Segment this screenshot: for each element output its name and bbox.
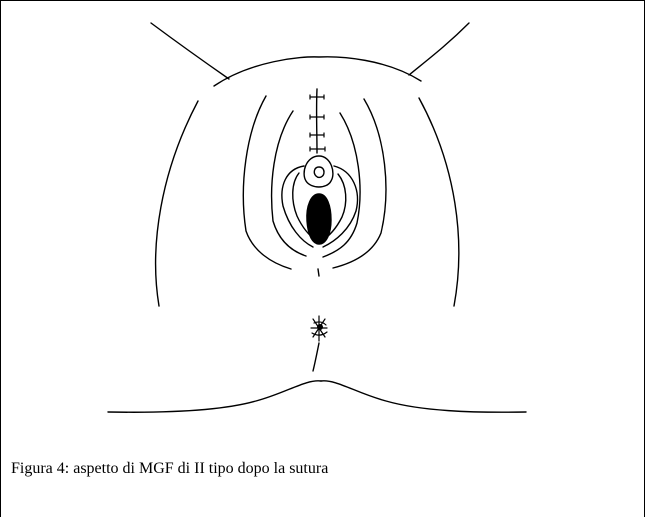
perineal-line (318, 269, 319, 276)
left-labium-majus-inner (272, 111, 306, 256)
clitoral-inner (314, 167, 324, 177)
clitoral-hood (304, 156, 333, 187)
anus-dark-center (317, 324, 323, 330)
gluteal-cleft (313, 343, 319, 371)
left-outer-contour (156, 101, 198, 306)
vaginal-opening (307, 194, 331, 244)
right-buttock-curve (321, 381, 526, 412)
top-outer-contour (214, 57, 421, 86)
left-upper-crease (151, 23, 229, 79)
right-upper-crease (409, 23, 469, 75)
figure-caption: Figura 4: aspetto di MGF di II tipo dopo… (11, 460, 328, 478)
left-buttock-curve (108, 381, 321, 412)
right-outer-contour (419, 98, 459, 306)
